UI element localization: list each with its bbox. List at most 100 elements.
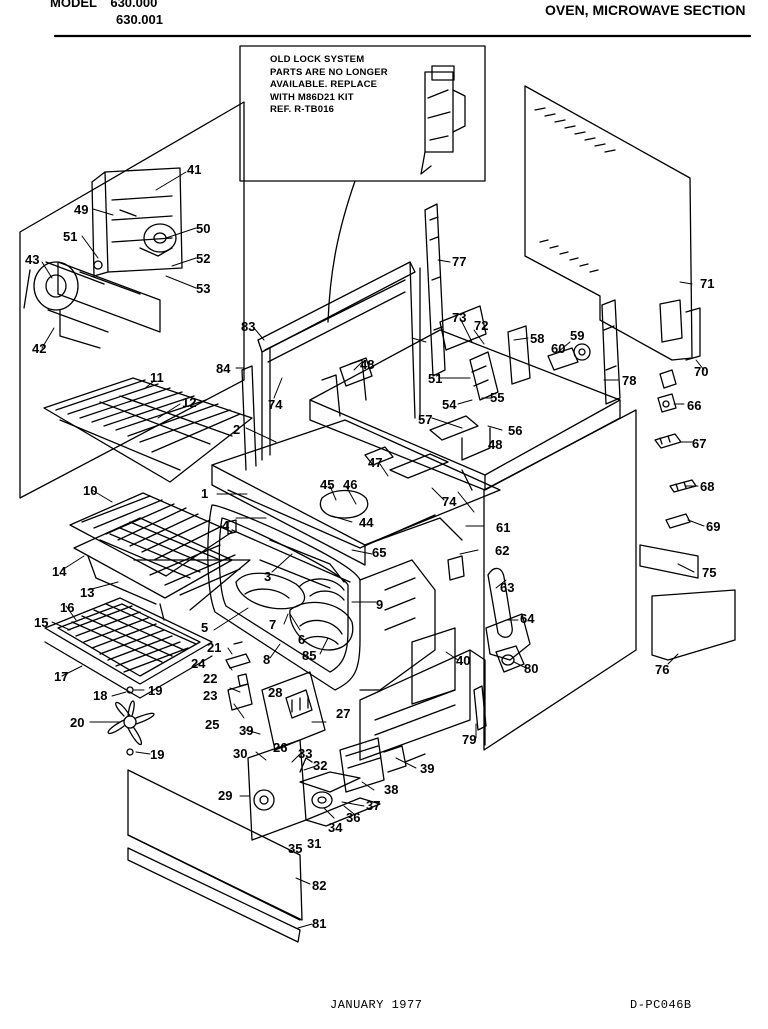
callout: 38 [384, 782, 398, 797]
callout: 53 [196, 281, 210, 296]
kick-plate-81 [127, 847, 301, 943]
heating-element [289, 601, 354, 651]
callout: 13 [80, 585, 94, 600]
lock-system-note: OLD LOCK SYSTEM PARTS ARE NO LONGER AVAI… [270, 54, 408, 117]
callout: 26 [273, 740, 287, 755]
callout: 39 [239, 723, 253, 738]
callout: 84 [216, 361, 231, 376]
callout: 16 [60, 600, 74, 615]
callout: 12 [182, 395, 196, 410]
callout: 61 [496, 520, 510, 535]
callout: 48 [360, 357, 374, 372]
bracket-64 [485, 613, 531, 661]
callout: 45 [320, 477, 334, 492]
section-title: OVEN, MICROWAVE SECTION [545, 2, 746, 18]
note-line: PARTS ARE NO LONGER [270, 66, 388, 78]
callout: 52 [196, 251, 210, 266]
callout: 51 [428, 371, 442, 386]
oven-rack-set [69, 492, 251, 621]
callout: 47 [368, 455, 382, 470]
callout: 83 [241, 319, 255, 334]
base-components [225, 627, 487, 841]
callout: 68 [700, 479, 714, 494]
clip-62 [447, 555, 465, 581]
callout: 69 [706, 519, 720, 534]
callout: 64 [520, 611, 535, 626]
callout: 27 [336, 706, 350, 721]
callout: 50 [196, 221, 210, 236]
old-lock-assembly-sketch [420, 65, 466, 175]
callout: 54 [442, 397, 457, 412]
callout: 20 [70, 715, 84, 730]
callout: 46 [343, 477, 357, 492]
panel-82 [127, 769, 303, 921]
callout: 33 [298, 746, 312, 761]
callout: 78 [622, 373, 636, 388]
front-lower-panels [127, 769, 303, 943]
bracket-48 [339, 357, 373, 387]
note-leader [327, 180, 356, 323]
callout: 63 [500, 580, 514, 595]
callout: 22 [203, 671, 217, 686]
callout: 25 [205, 717, 219, 732]
callout: 76 [655, 662, 669, 677]
callout: 42 [32, 341, 46, 356]
callout: 1 [201, 486, 208, 501]
callout-labels: 1 2 3 4 5 6 7 8 9 10 11 12 13 14 15 16 1… [25, 162, 720, 931]
callout: 65 [372, 545, 386, 560]
model-number-2: 630.001 [116, 12, 163, 27]
callout: 14 [52, 564, 67, 579]
callout: 74 [268, 397, 283, 412]
callout: 66 [687, 398, 701, 413]
callout: 36 [346, 810, 360, 825]
model-label: MODEL 630.000 [50, 0, 157, 9]
magnetron-38 [339, 737, 385, 793]
callout: 85 [302, 648, 316, 663]
footer-doc-code: D-PC046B [630, 998, 692, 1012]
note-line: REF. R-TB016 [270, 104, 335, 115]
callout: 60 [551, 341, 565, 356]
callout: 3 [264, 569, 271, 584]
callout: 7 [269, 617, 276, 632]
callout: 17 [54, 669, 68, 684]
oven-cavity [207, 419, 501, 691]
callout: 41 [187, 162, 201, 177]
callout: 70 [694, 364, 708, 379]
fan-motor-assembly [23, 167, 183, 349]
note-line: OLD LOCK SYSTEM [270, 54, 365, 65]
callout: 48 [488, 437, 502, 452]
small-parts-right [639, 369, 736, 661]
callout: 59 [570, 328, 584, 343]
callout: 58 [530, 331, 544, 346]
motor-inset-panel [19, 101, 245, 499]
callout: 39 [420, 761, 434, 776]
callout: 79 [462, 732, 476, 747]
callout: 75 [702, 565, 716, 580]
callout: 31 [307, 836, 321, 851]
callout: 11 [150, 370, 164, 385]
callout: 34 [328, 820, 343, 835]
callout: 81 [312, 916, 326, 931]
callout: 19 [150, 747, 164, 762]
callout: 40 [456, 653, 470, 668]
hinge-58 [507, 325, 531, 385]
callout: 71 [700, 276, 714, 291]
callout: 73 [452, 310, 466, 325]
callout: 44 [359, 515, 374, 530]
oven-door-frame [207, 504, 361, 691]
top-rack [43, 377, 253, 483]
rear-panel [524, 85, 701, 361]
callout: 5 [201, 620, 208, 635]
callout: 62 [495, 543, 509, 558]
callout: 77 [452, 254, 466, 269]
callout: 2 [233, 422, 240, 437]
callout: 49 [74, 202, 88, 217]
callout: 24 [191, 656, 206, 671]
note-box [239, 45, 486, 182]
callout: 72 [474, 318, 488, 333]
callout: 80 [524, 661, 538, 676]
footer-date: JANUARY 1977 [330, 998, 423, 1012]
callout: 28 [268, 685, 282, 700]
callout: 23 [203, 688, 217, 703]
